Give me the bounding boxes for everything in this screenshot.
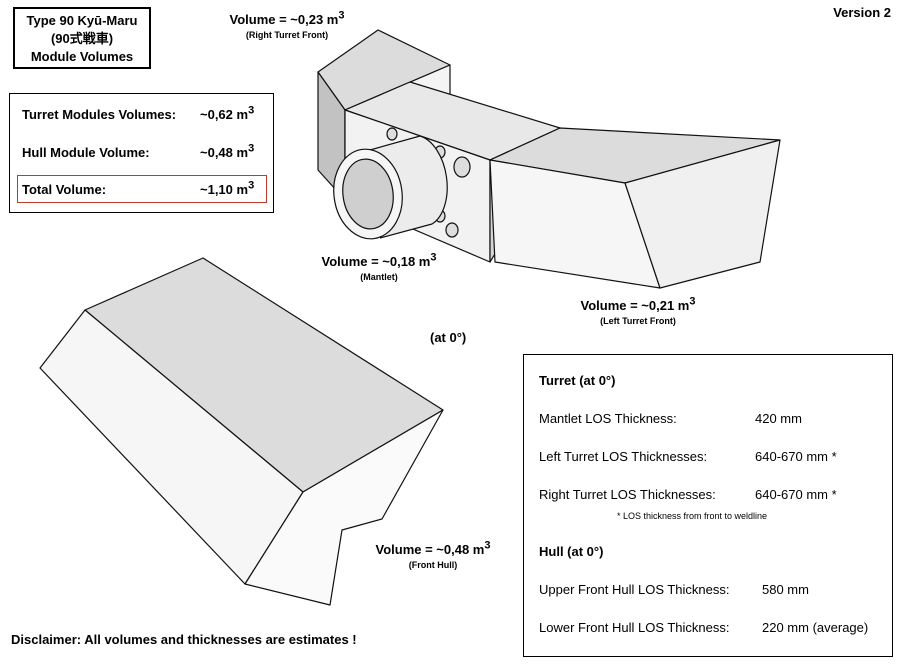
right-turret-caption: (Right Turret Front) — [245, 30, 329, 40]
summary-total-label: Total Volume: — [22, 182, 107, 197]
summary-turret-value: ~0,62 m3 — [200, 104, 255, 122]
bolt-hole — [445, 222, 459, 238]
spec-row-mantlet: Mantlet LOS Thickness: 420 mm — [539, 411, 884, 426]
summary-row-hull: Hull Module Volume: ~0,48 m3 — [22, 142, 267, 164]
right-turret-volume-label: Volume = ~0,23 m3 (Right Turret Front) — [212, 10, 362, 40]
bolt-hole — [386, 127, 398, 141]
spec-row-upper-hull: Upper Front Hull LOS Thickness: 580 mm — [539, 582, 884, 597]
mantlet-volume-label: Volume = ~0,18 m3 (Mantlet) — [304, 252, 454, 282]
left-turret-volume-label: Volume = ~0,21 m3 (Left Turret Front) — [563, 296, 713, 326]
front-hull-caption: (Front Hull) — [408, 560, 458, 570]
bolt-hole — [453, 156, 471, 178]
left-turret-caption: (Left Turret Front) — [600, 316, 676, 326]
thickness-specs-box: Turret (at 0°) Mantlet LOS Thickness: 42… — [523, 354, 893, 657]
disclaimer: Disclaimer: All volumes and thicknesses … — [11, 632, 357, 647]
front-hull-lower-face — [244, 409, 444, 606]
angle-label: (at 0°) — [430, 330, 467, 345]
summary-hull-label: Hull Module Volume: — [22, 145, 150, 160]
spec-label: Right Turret LOS Thicknesses: — [539, 487, 716, 502]
spec-value: 220 mm (average) — [762, 620, 869, 635]
title-line-2: (90式戦車) — [50, 31, 114, 46]
summary-row-turret: Turret Modules Volumes: ~0,62 m3 — [22, 104, 267, 126]
summary-turret-label: Turret Modules Volumes: — [22, 107, 177, 122]
spec-value: 640-670 mm * — [755, 449, 837, 464]
version-label: Version 2 — [833, 5, 891, 20]
spec-label: Mantlet LOS Thickness: — [539, 411, 677, 426]
gun-bore — [342, 158, 394, 230]
volume-summary-box: Turret Modules Volumes: ~0,62 m3 Hull Mo… — [9, 93, 274, 213]
spec-row-right-turret: Right Turret LOS Thicknesses: 640-670 mm… — [539, 487, 884, 502]
title-box: Type 90 Kyū-Maru (90式戦車) Module Volumes — [13, 7, 151, 69]
title-line-3: Module Volumes — [30, 49, 134, 64]
left-turret-front-module — [489, 127, 781, 289]
total-volume-highlight-frame — [17, 175, 267, 203]
spec-label: Left Turret LOS Thicknesses: — [539, 449, 708, 464]
spec-label: Lower Front Hull LOS Thickness: — [539, 620, 730, 635]
spec-value: 420 mm — [755, 411, 802, 426]
spec-row-lower-hull: Lower Front Hull LOS Thickness: 220 mm (… — [539, 620, 884, 635]
summary-total-value: ~1,10 m3 — [200, 179, 255, 197]
front-hull-volume-label: Volume = ~0,48 m3 (Front Hull) — [358, 540, 508, 570]
spec-row-left-turret: Left Turret LOS Thicknesses: 640-670 mm … — [539, 449, 884, 464]
spec-value: 580 mm — [762, 582, 809, 597]
summary-row-total: Total Volume: ~1,10 m3 — [22, 179, 267, 201]
left-turret-side-face — [624, 139, 781, 289]
title-line-1: Type 90 Kyū-Maru — [26, 13, 138, 28]
summary-hull-value: ~0,48 m3 — [200, 142, 255, 160]
front-hull-module — [39, 257, 444, 606]
turret-heading: Turret (at 0°) — [539, 373, 616, 388]
hull-heading: Hull (at 0°) — [539, 544, 604, 559]
spec-label: Upper Front Hull LOS Thickness: — [539, 582, 730, 597]
footnote: * LOS thickness from front to weldline — [617, 511, 768, 521]
spec-value: 640-670 mm * — [755, 487, 837, 502]
mantlet-caption: (Mantlet) — [360, 272, 398, 282]
